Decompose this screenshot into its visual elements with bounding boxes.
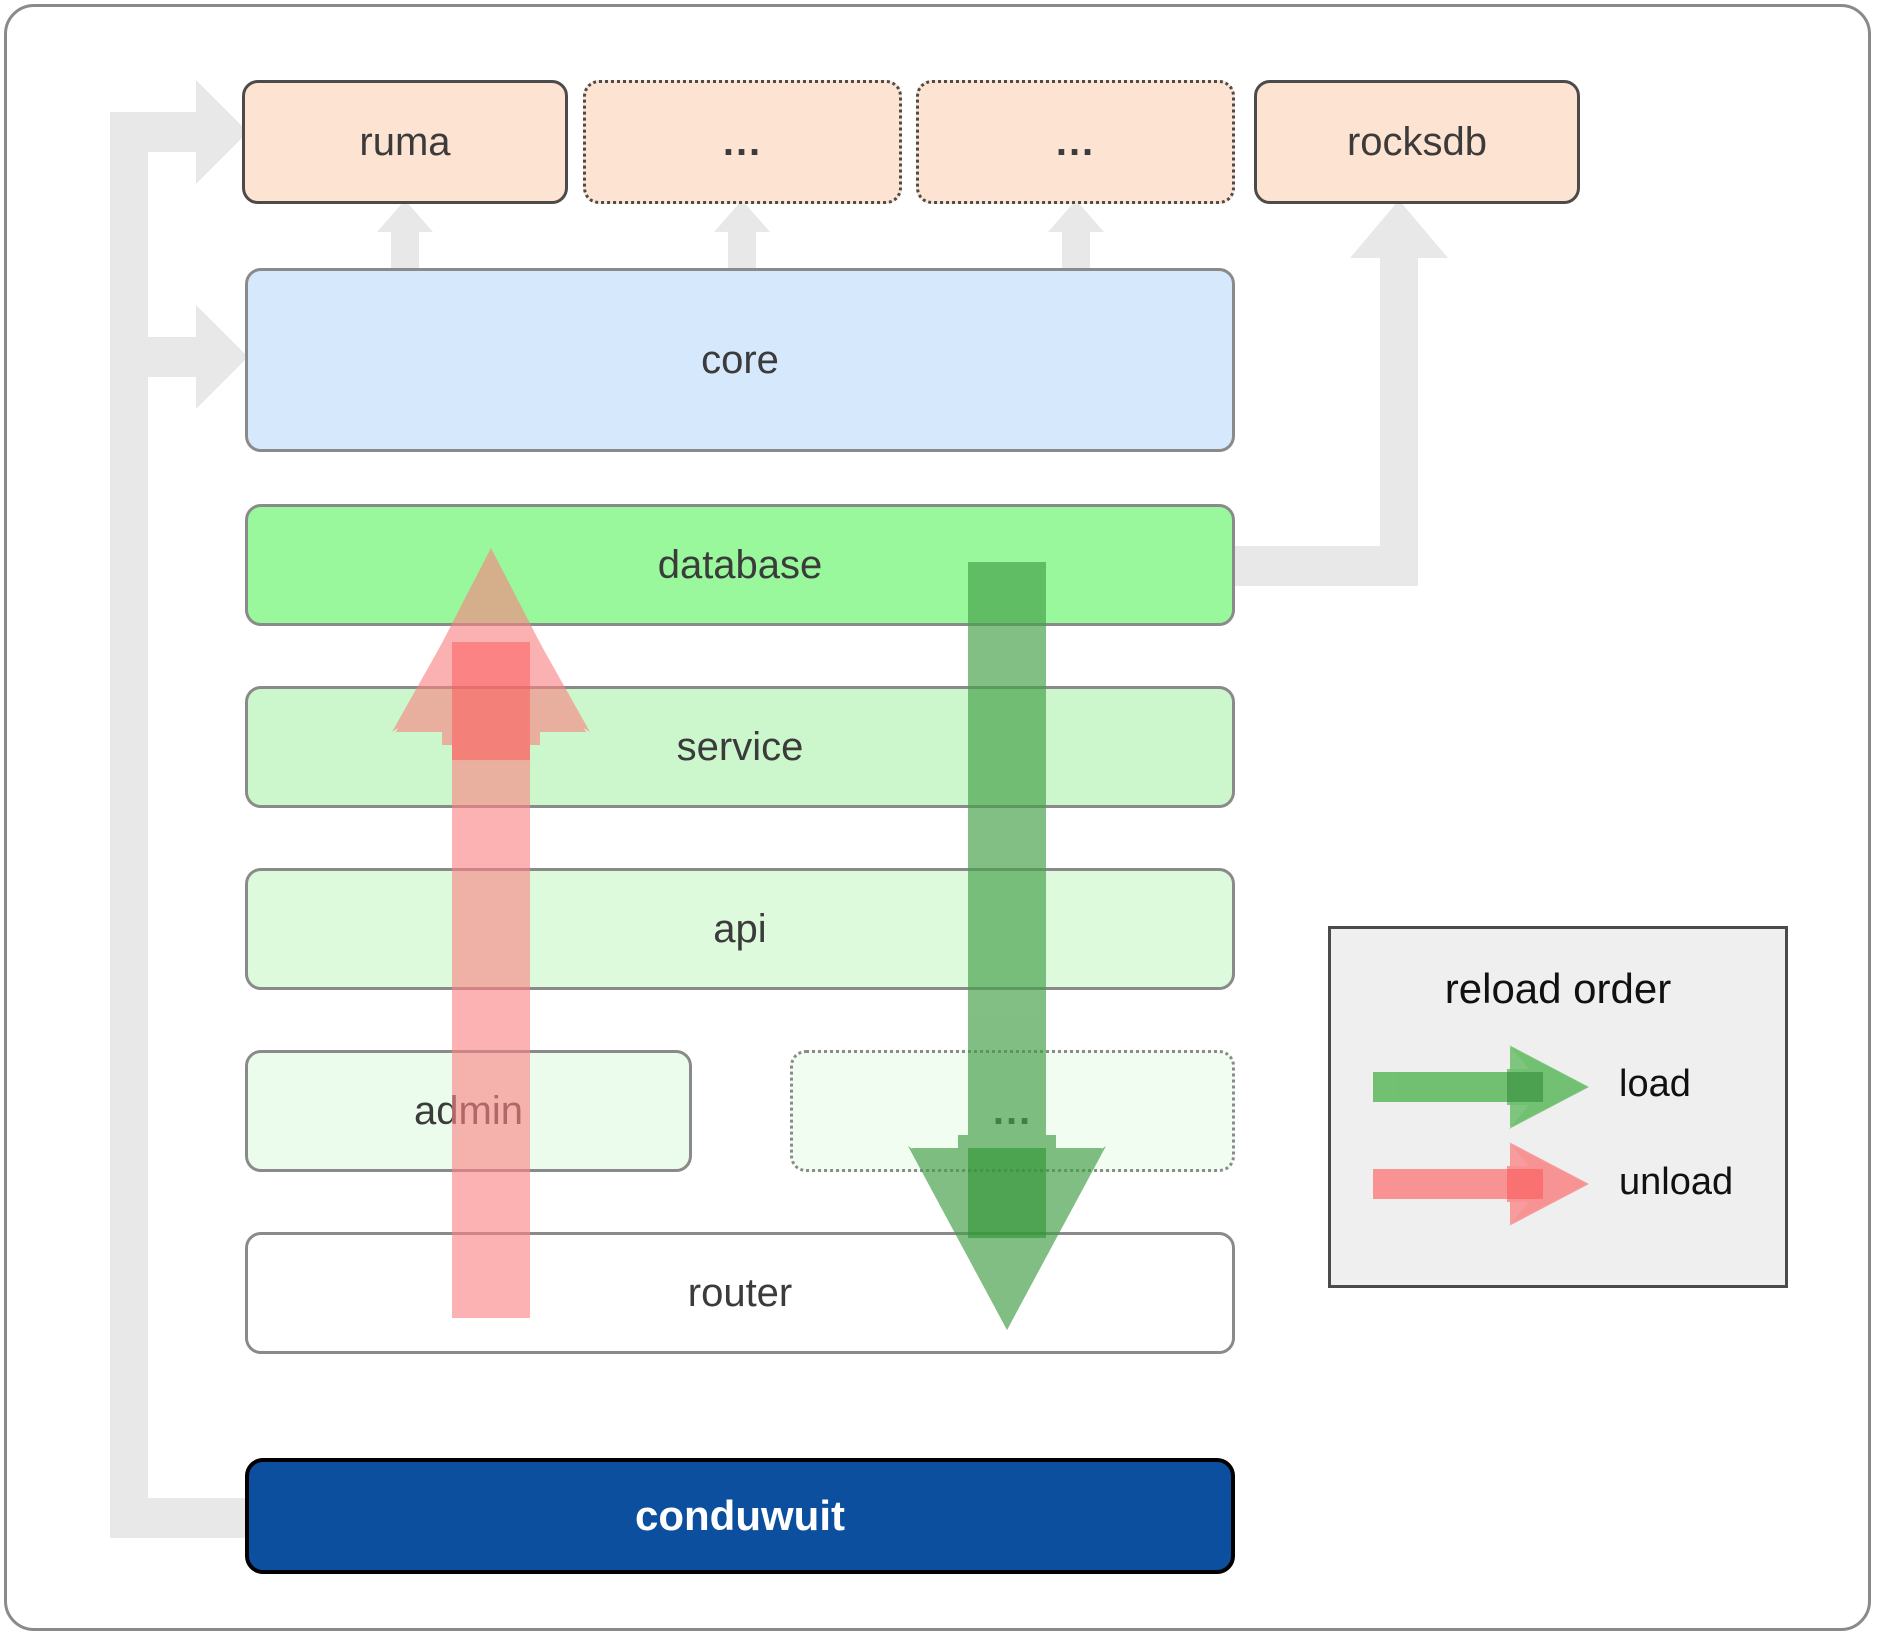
crate-placeholder-1[interactable]: ...	[583, 80, 902, 204]
layer-api-label: api	[713, 907, 767, 951]
layer-api[interactable]: api	[245, 868, 1235, 990]
layer-router[interactable]: router	[245, 1232, 1235, 1354]
diagram-frame	[4, 4, 1871, 1631]
crate-placeholder-2-label: ...	[1055, 120, 1096, 164]
legend-label-unload: unload	[1619, 1161, 1734, 1203]
layer-placeholder-label: ...	[992, 1089, 1033, 1133]
crate-ruma[interactable]: ruma	[242, 80, 568, 204]
layer-database-label: database	[657, 543, 823, 587]
layer-core[interactable]: core	[245, 268, 1235, 452]
crate-ruma-label: ruma	[359, 120, 451, 164]
binary-conduwuit[interactable]: conduwuit	[245, 1458, 1235, 1574]
crate-rocksdb[interactable]: rocksdb	[1254, 80, 1580, 204]
crate-placeholder-1-label: ...	[722, 120, 763, 164]
layer-admin-label: admin	[414, 1089, 523, 1133]
legend-title: reload order	[1444, 965, 1672, 1012]
legend-arrows	[1373, 1045, 1589, 1226]
crate-placeholder-2[interactable]: ...	[916, 80, 1235, 204]
legend-unload-arrow	[1373, 1142, 1589, 1226]
binary-conduwuit-label: conduwuit	[635, 1492, 845, 1539]
layer-admin[interactable]: admin	[245, 1050, 692, 1172]
layer-database[interactable]: database	[245, 504, 1235, 626]
legend-label-load: load	[1619, 1063, 1691, 1105]
layer-service-label: service	[676, 725, 804, 769]
layer-core-label: core	[701, 338, 779, 382]
layer-router-label: router	[687, 1271, 793, 1315]
layer-service[interactable]: service	[245, 686, 1235, 808]
layer-placeholder[interactable]: ...	[790, 1050, 1235, 1172]
legend-panel: reload order load unload	[1328, 926, 1788, 1288]
legend-load-arrow	[1373, 1045, 1589, 1129]
crate-rocksdb-label: rocksdb	[1346, 120, 1488, 164]
